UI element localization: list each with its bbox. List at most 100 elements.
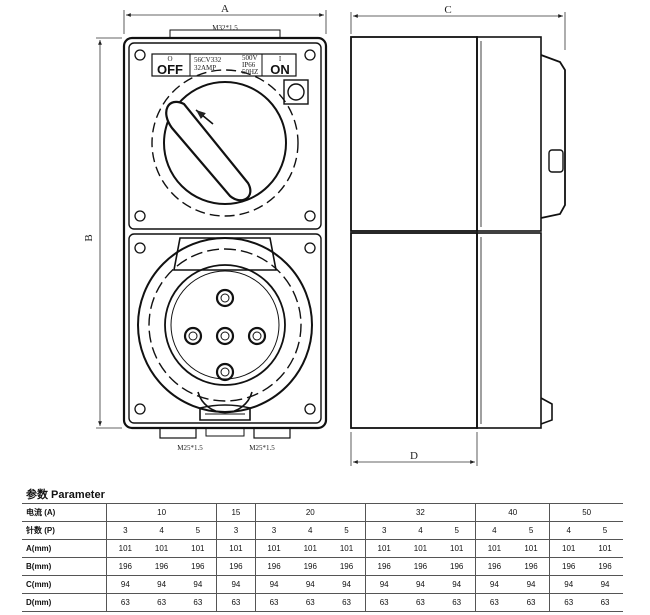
table-cell: 94 — [105, 575, 144, 594]
table-cell: 196 — [364, 557, 403, 576]
row-header: D(mm) — [22, 593, 107, 612]
current-group: 50 — [549, 503, 623, 522]
table-cell: 63 — [364, 593, 403, 612]
switch-dial — [151, 69, 299, 217]
table-cell: 3 — [216, 521, 256, 540]
current-group: 20 — [254, 503, 366, 522]
top-thread-label: M32*1.5 — [212, 24, 238, 32]
off-label: OFF — [157, 62, 183, 77]
drawing-labels: A B C D M32*1.5 M25*1.5 M25*1.5 O OFF I … — [83, 3, 452, 462]
table-cell: 4 — [549, 521, 588, 540]
table-cell: 63 — [402, 593, 439, 612]
table-cell: 101 — [512, 539, 550, 558]
parameter-title: 参数 Parameter — [26, 489, 105, 501]
technical-drawing: A B C D M32*1.5 M25*1.5 M25*1.5 O OFF I … — [83, 3, 566, 466]
table-cell: 4 — [292, 521, 329, 540]
table-cell: 63 — [587, 593, 623, 612]
table-cell: 63 — [549, 593, 588, 612]
table-cell: 5 — [587, 521, 623, 540]
side-view — [350, 36, 566, 429]
table-cell: 196 — [254, 557, 293, 576]
front-view — [122, 29, 328, 439]
nameplate-right-line-3: 50HZ — [242, 68, 258, 76]
table-cell: 94 — [438, 575, 476, 594]
table-cell: 63 — [328, 593, 366, 612]
table-cell: 101 — [549, 539, 588, 558]
table-cell: 101 — [254, 539, 293, 558]
table-cell: 196 — [143, 557, 180, 576]
table-cell: 63 — [438, 593, 476, 612]
table-cell: 101 — [179, 539, 217, 558]
table-cell: 101 — [587, 539, 623, 558]
table-cell: 101 — [143, 539, 180, 558]
table-cell: 101 — [105, 539, 144, 558]
table-cell: 101 — [292, 539, 329, 558]
table-cell: 101 — [402, 539, 439, 558]
table-cell: 63 — [475, 593, 513, 612]
dim-b-label: B — [83, 234, 95, 241]
on-symbol: I — [279, 55, 282, 63]
table-cell: 196 — [105, 557, 144, 576]
table-cell: 5 — [512, 521, 550, 540]
current-group: 40 — [475, 503, 550, 522]
table-cell: 196 — [216, 557, 256, 576]
table-cell: 196 — [328, 557, 366, 576]
table-cell: 196 — [549, 557, 588, 576]
dim-a-label: A — [221, 3, 229, 15]
bottom-thread-left-label: M25*1.5 — [177, 444, 203, 452]
row-header: A(mm) — [22, 539, 107, 558]
table-cell: 94 — [549, 575, 588, 594]
on-label: ON — [270, 62, 290, 77]
corner-screws — [134, 49, 316, 415]
table-cell: 196 — [402, 557, 439, 576]
dim-d-label: D — [410, 450, 418, 462]
table-cell: 94 — [402, 575, 439, 594]
table-cell: 94 — [475, 575, 513, 594]
table-cell: 196 — [512, 557, 550, 576]
row-header: 电流 (A) — [22, 503, 107, 522]
table-cell: 94 — [292, 575, 329, 594]
table-cell: 4 — [402, 521, 439, 540]
table-cell: 94 — [364, 575, 403, 594]
current-group: 10 — [105, 503, 217, 522]
table-cell: 5 — [438, 521, 476, 540]
row-header: 针数 (P) — [22, 521, 107, 540]
table-cell: 63 — [512, 593, 550, 612]
row-header: C(mm) — [22, 575, 107, 594]
table-cell: 101 — [364, 539, 403, 558]
table-cell: 196 — [587, 557, 623, 576]
table-cell: 63 — [179, 593, 217, 612]
table-cell: 196 — [292, 557, 329, 576]
table-cell: 101 — [216, 539, 256, 558]
table-cell: 94 — [143, 575, 180, 594]
socket-face — [137, 237, 313, 414]
table-cell: 63 — [105, 593, 144, 612]
current-group: 15 — [216, 503, 256, 522]
table-cell: 196 — [438, 557, 476, 576]
table-cell: 63 — [254, 593, 293, 612]
nameplate-left-line-1: 56CV332 — [194, 56, 222, 64]
dim-c-label: C — [444, 4, 451, 16]
nameplate-right-line-1: 500V — [242, 54, 258, 62]
table-cell: 94 — [328, 575, 366, 594]
current-group: 32 — [364, 503, 476, 522]
table-cell: 3 — [254, 521, 293, 540]
table-cell: 5 — [328, 521, 366, 540]
table-cell: 63 — [143, 593, 180, 612]
bottom-thread-right-label: M25*1.5 — [249, 444, 275, 452]
nameplate-left-line-2: 32AMP — [194, 64, 216, 72]
nameplate-right-line-2: IP66 — [242, 61, 256, 69]
table-cell: 94 — [587, 575, 623, 594]
table-cell: 4 — [475, 521, 513, 540]
table-cell: 94 — [512, 575, 550, 594]
table-cell: 63 — [216, 593, 256, 612]
table-cell: 94 — [179, 575, 217, 594]
table-cell: 101 — [438, 539, 476, 558]
table-cell: 94 — [254, 575, 293, 594]
